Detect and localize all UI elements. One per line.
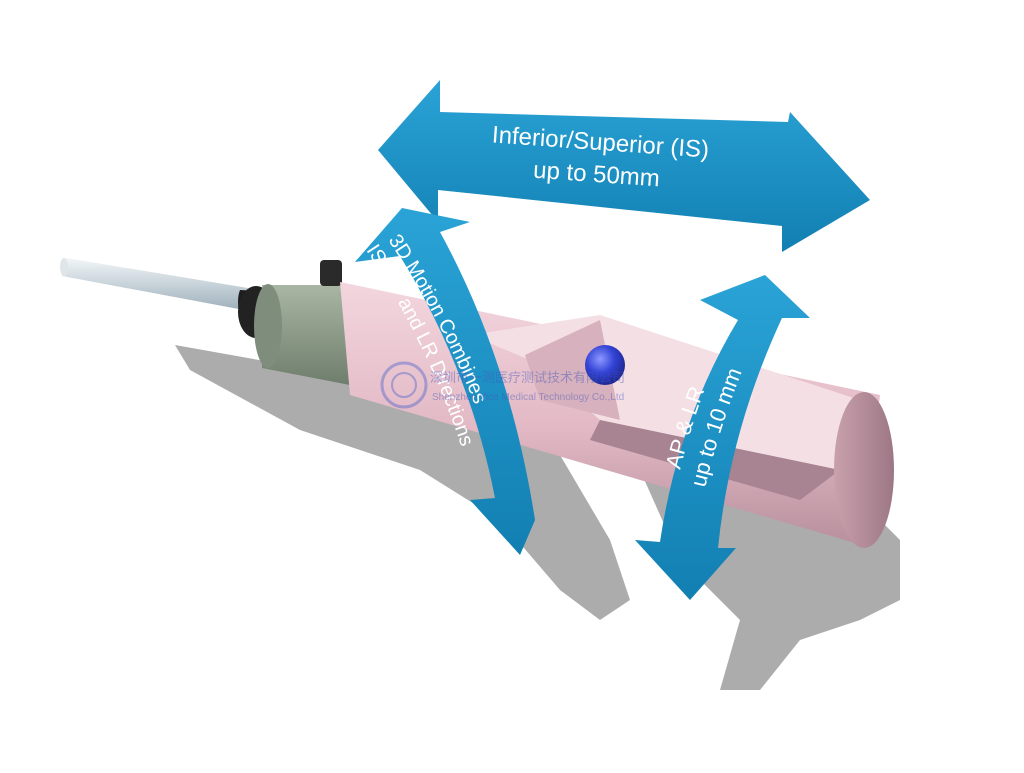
watermark: 深圳市一测医疗测试技术有限公司 Shenzhen Yice Medical Te…: [380, 361, 625, 409]
end-cap: [834, 392, 894, 548]
watermark-en: Shenzhen Yice Medical Technology Co.,Ltd: [432, 392, 624, 403]
is-double-arrow: Inferior/Superior (IS) up to 50mm: [378, 80, 870, 252]
watermark-cn: 深圳市一测医疗测试技术有限公司: [430, 370, 625, 385]
collar: [254, 260, 350, 385]
target-ball: [585, 345, 625, 385]
rod: [60, 258, 248, 310]
watermark-logo: [380, 361, 428, 409]
